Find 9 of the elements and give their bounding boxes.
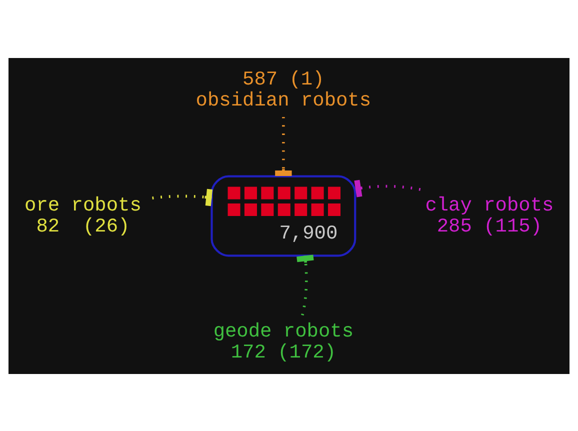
connector	[275, 116, 292, 176]
node-text: 587 (1) obsidian robots	[196, 68, 372, 112]
connector	[296, 254, 314, 315]
connector	[152, 188, 213, 206]
node-text: geode robots 172 (172)	[213, 320, 354, 364]
node-box: 7,900	[210, 174, 356, 256]
node-text: clay robots 285 (115)	[425, 194, 554, 238]
node-text: ore robots 82 (26)	[24, 194, 142, 238]
connector	[354, 179, 421, 197]
